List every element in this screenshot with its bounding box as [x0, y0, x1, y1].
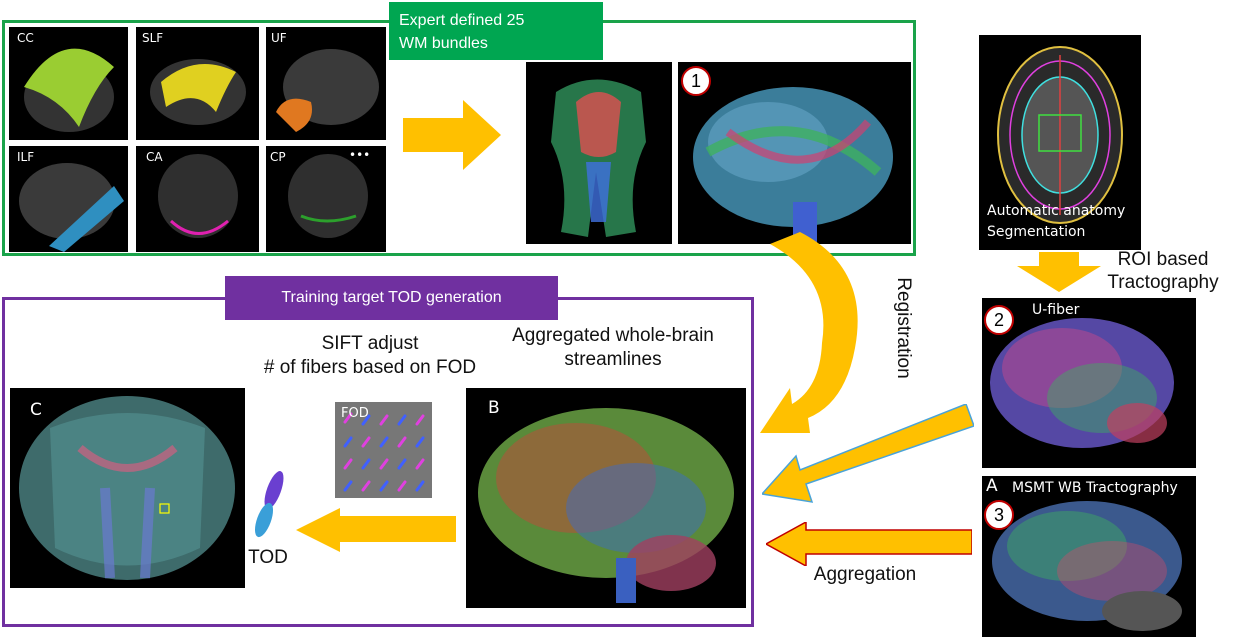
segmentation-caption: Automatic anatomy Segmentation: [987, 203, 1126, 240]
sift-adjust-caption: SIFT adjust # of fibers based on FOD: [263, 333, 477, 378]
arrow-to-combined-icon: [403, 100, 501, 170]
expert-bundles-title: Expert defined 25 WM bundles: [389, 2, 603, 60]
training-tod-coronal-panel: C: [10, 388, 245, 588]
combined-bundles-sagittal-panel: [678, 62, 911, 244]
roi-tractography-caption: ROI based Tractography: [1107, 249, 1219, 293]
bundle-cp-panel: CP •••: [266, 146, 386, 252]
step-2-badge: 2: [984, 305, 1014, 335]
fod-glyph-panel: FOD: [335, 402, 432, 498]
more-bundles-marker: •••: [349, 148, 371, 162]
anatomy-segmentation-panel: Automatic anatomy Segmentation: [979, 35, 1141, 250]
aggregation-arrow-icon: [766, 522, 972, 566]
aggregated-whole-brain-panel: B: [466, 388, 746, 608]
registration-curved-arrow-icon: [760, 232, 858, 433]
step-3-badge: 3: [984, 500, 1014, 530]
msmt-wb-tractography-panel: A MSMT WB Tractography: [982, 476, 1196, 637]
tod-label: TOD: [248, 547, 288, 568]
training-target-title: Training target TOD generation: [225, 276, 558, 320]
step-1-badge: 1: [681, 66, 711, 96]
arrow-down-icon: [1017, 252, 1101, 292]
bundle-cc-panel: CC: [9, 27, 128, 140]
arrow-from-ufiber-icon: [762, 404, 974, 503]
combined-bundles-axial-panel: [526, 62, 672, 244]
registration-label: Registration: [893, 277, 914, 379]
aggregated-streamlines-caption: Aggregated whole-brain streamlines: [512, 325, 714, 370]
bundle-ilf-panel: ILF: [9, 146, 128, 252]
bundle-uf-panel: UF: [266, 27, 386, 140]
u-fiber-panel: U-fiber: [982, 298, 1196, 468]
bundle-slf-panel: SLF: [136, 27, 259, 140]
tod-glyph-icon: [254, 471, 284, 538]
arrow-to-tod-icon: [296, 508, 456, 552]
aggregation-label: Aggregation: [813, 564, 917, 585]
bundle-ca-panel: CA: [136, 146, 259, 252]
